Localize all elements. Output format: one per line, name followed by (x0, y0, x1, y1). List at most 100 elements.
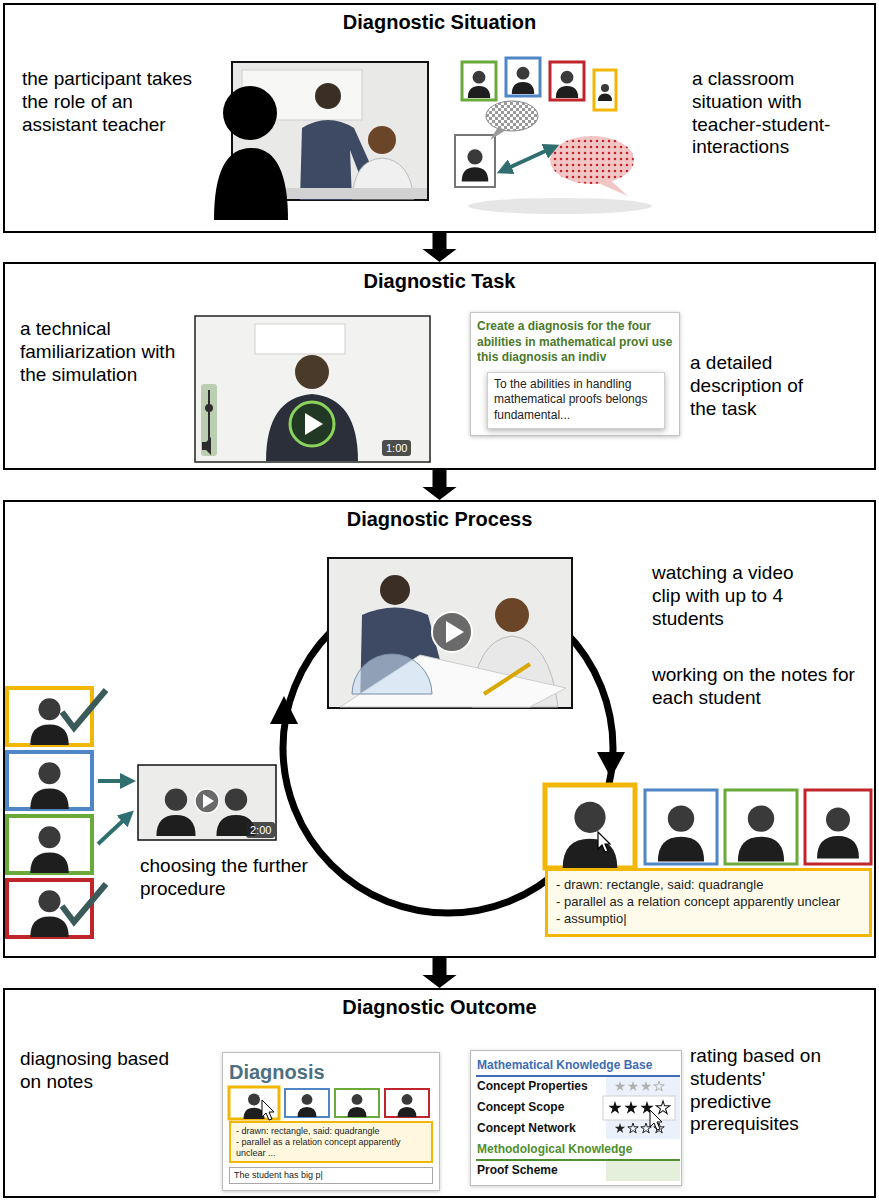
student-portrait (556, 71, 578, 98)
speech-bubble-tail (598, 180, 628, 196)
volume-slider (201, 384, 217, 456)
student-portrait (348, 1094, 367, 1117)
description-text: a technical familiarization with the sim… (20, 318, 185, 386)
checkmark (62, 884, 106, 922)
play-icon (446, 621, 464, 643)
volume-knob (205, 404, 213, 412)
viewer-body (214, 148, 288, 220)
time-badge: 1:00 (382, 440, 411, 456)
student-head (495, 598, 529, 632)
description-text: watching a video clip with up to 4 stude… (652, 562, 827, 630)
student-frame (462, 62, 496, 100)
student-frame (545, 785, 635, 868)
student-portrait (398, 1094, 417, 1117)
video-frame (195, 316, 430, 462)
notes-box: - drawn: rectangle, said: quadrangle- pa… (229, 1121, 433, 1163)
time-badge: 2:00 (246, 822, 275, 838)
description-text: a detailed description of the task (690, 352, 818, 420)
description-text: diagnosing based on notes (20, 1048, 190, 1094)
input-field: The student has big p| (229, 1167, 433, 1184)
protractor (352, 654, 432, 694)
student-frame (7, 688, 92, 745)
input-text: The student has big p| (234, 1170, 428, 1181)
cycle-arrowhead (597, 752, 625, 778)
rating-column (606, 1160, 680, 1181)
rating-star (624, 1101, 637, 1114)
rating-star (628, 1123, 638, 1133)
teacher-body (266, 394, 358, 461)
speech-bubble-tail (490, 127, 506, 140)
section-rule (476, 1075, 680, 1077)
speech-bubble (486, 101, 538, 131)
rating-row: Methodological Knowledge (477, 1139, 675, 1160)
rating-screenshot: Mathematical Knowledge BaseConcept Prope… (470, 1050, 682, 1186)
student-portrait (30, 890, 69, 937)
student-head (368, 126, 396, 154)
note-line: - assumptio| (556, 911, 861, 928)
speech-bubble (550, 136, 634, 184)
student-portrait (30, 762, 69, 809)
student-portrait (512, 67, 534, 94)
flow-arrow (423, 958, 457, 988)
rating-row: Concept Network (477, 1118, 675, 1139)
panel-title: Diagnostic Task (5, 264, 874, 293)
student-frame (594, 70, 616, 110)
rating-star (628, 1081, 638, 1091)
play-button (290, 402, 334, 446)
student-portrait (156, 788, 195, 836)
student-frame (285, 1089, 329, 1117)
student-frame (335, 1089, 379, 1117)
pencil (484, 664, 530, 694)
panel-title: Diagnostic Outcome (5, 990, 874, 1019)
rating-popup (603, 1096, 675, 1120)
student-portrait (244, 1094, 265, 1120)
student-portrait (298, 1094, 317, 1117)
teacher-head (315, 83, 341, 109)
cycle-arrowhead (270, 696, 298, 724)
choice-arrow (98, 816, 128, 844)
teacher-head (380, 575, 410, 605)
rating-star (654, 1081, 664, 1091)
diagnosis-screenshot: Diagnosis - drawn: rectangle, said: quadr… (222, 1052, 440, 1191)
rating-row: Concept Properties (477, 1076, 675, 1097)
student-portrait (30, 826, 69, 873)
viewer-head (223, 86, 277, 140)
mouse-cursor (262, 1100, 274, 1120)
note-line: - parallel as a relation concept apparen… (236, 1137, 426, 1159)
video-frame (138, 765, 276, 840)
play-icon (305, 413, 323, 435)
student-frame (7, 752, 92, 809)
flow-arrow (423, 470, 457, 500)
rating-row: Proof Scheme (477, 1160, 675, 1181)
student-portrait (598, 84, 612, 101)
student-frame (229, 1087, 279, 1119)
description-text: rating based on students' predictive pre… (690, 1045, 840, 1136)
student-frame (725, 790, 797, 864)
shadow (468, 198, 652, 214)
student-frame (385, 1089, 429, 1117)
choice-arrow (98, 779, 128, 783)
note-line: - parallel as a relation concept apparen… (556, 894, 861, 911)
rating-star (608, 1101, 621, 1114)
panel-title: Diagnostic Process (5, 502, 874, 531)
rating-row: Concept Scope (477, 1097, 675, 1118)
play-button (195, 789, 219, 813)
description-text: working on the notes for each student (652, 664, 867, 710)
student-portrait (658, 805, 704, 861)
task-screenshot: Create a diagnosis for the four abilitie… (470, 312, 680, 436)
teacher-head (295, 355, 329, 389)
student-portrait (30, 698, 69, 745)
student-portrait (817, 808, 859, 859)
volume-track (208, 390, 210, 446)
speaker-icon (202, 437, 211, 455)
screen-heading: Diagnosis (229, 1059, 433, 1085)
video-frame (328, 558, 572, 708)
checkmark (62, 690, 106, 728)
rating-star (656, 1101, 669, 1114)
note-line: - drawn: rectangle, said: quadrangle (236, 1126, 426, 1137)
rating-star (615, 1123, 625, 1133)
whiteboard (255, 324, 345, 354)
student-frame (506, 58, 540, 96)
task-text: Create a diagnosis for the four abilitie… (477, 319, 673, 366)
